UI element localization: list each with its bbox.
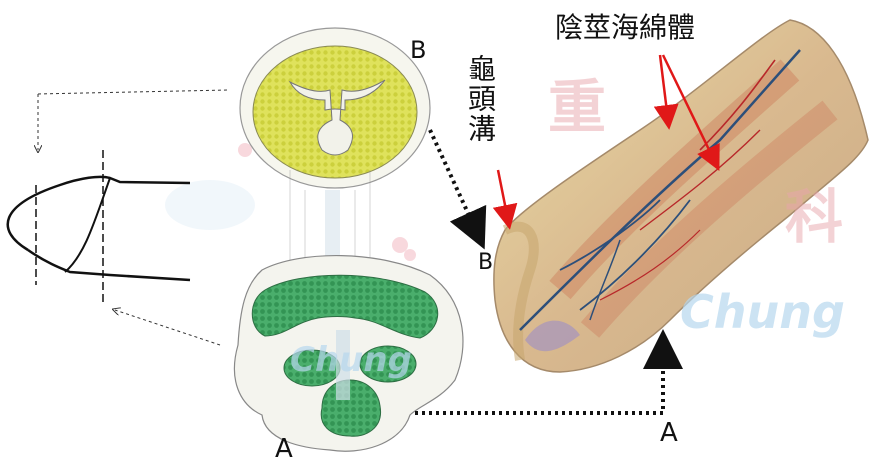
label-coronal-sulcus: 龜頭溝 bbox=[464, 54, 497, 144]
label-A-bottom-right: A bbox=[660, 418, 678, 448]
watermark-text-2: 科 bbox=[785, 183, 844, 251]
glans-drawing bbox=[493, 19, 869, 373]
label-corpus-cavernosum: 陰莖海綿體 bbox=[555, 11, 696, 44]
label-B-top: B bbox=[410, 36, 427, 64]
cross-section-B bbox=[239, 27, 431, 189]
label-B-mid: B bbox=[478, 250, 494, 275]
dotted-arrow-icon bbox=[415, 129, 683, 415]
label-A-bottom-left: A bbox=[275, 434, 293, 464]
red-pointer-arrow-icon bbox=[492, 54, 720, 230]
side-outline-sketch bbox=[6, 89, 229, 346]
cross-section-A bbox=[233, 255, 464, 452]
watermark-text-1: 重 bbox=[548, 73, 607, 141]
watermark-text-3: Chung bbox=[680, 285, 845, 339]
watermark-text-4: Chung bbox=[290, 340, 412, 380]
